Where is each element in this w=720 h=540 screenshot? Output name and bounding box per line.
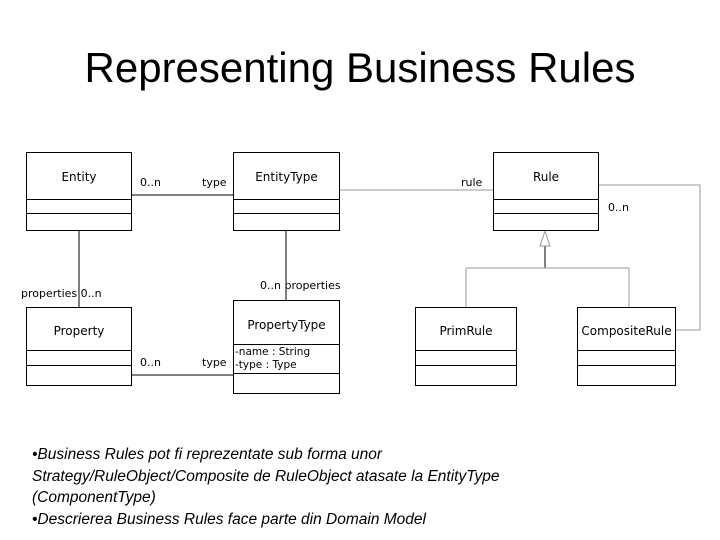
class-entity: Entity xyxy=(26,152,132,231)
label-entity-props: properties 0..n xyxy=(21,287,102,300)
class-name: EntityType xyxy=(255,170,318,184)
label-entity-role: type xyxy=(202,176,227,189)
class-name: PrimRule xyxy=(439,324,493,338)
attribute-type: -type : Type xyxy=(235,359,297,371)
slide-notes: •Business Rules pot fi reprezentate sub … xyxy=(32,444,712,530)
attribute-name: -name : String xyxy=(235,346,311,358)
class-rule: Rule xyxy=(493,152,599,231)
note-line-1: •Business Rules pot fi reprezentate sub … xyxy=(32,446,383,463)
class-name: Rule xyxy=(532,170,560,184)
note-line-2: Strategy/RuleObject/Composite de RuleObj… xyxy=(32,467,500,485)
label-entity-mult: 0..n xyxy=(140,176,161,189)
class-entity-type: EntityType xyxy=(233,152,340,231)
class-name: CompositeRule xyxy=(581,324,672,338)
class-name: Entity xyxy=(61,170,97,184)
label-property-mult: 0..n xyxy=(140,356,161,369)
class-name: Property xyxy=(53,324,105,338)
note-line-4: •Descrierea Business Rules face parte di… xyxy=(32,510,426,528)
class-prim-rule: PrimRule xyxy=(415,307,517,386)
class-property-type: PropertyType -name : String -type : Type xyxy=(233,300,340,394)
note-line-3: (ComponentType) xyxy=(32,489,156,506)
class-property: Property xyxy=(26,307,132,386)
class-composite-rule: CompositeRule xyxy=(577,307,676,386)
label-rule-role: rule xyxy=(461,176,483,189)
slide-title: Representing Business Rules xyxy=(84,44,636,91)
attributes: -name : String -type : Type xyxy=(235,346,310,372)
label-entitytype-props: 0..n properties xyxy=(260,279,341,292)
label-rule-self-mult: 0..n xyxy=(608,201,629,214)
label-property-role: type xyxy=(202,356,227,369)
class-name: PropertyType xyxy=(247,318,326,332)
generalization-arrowhead xyxy=(539,229,551,247)
assoc-composite-rule xyxy=(598,184,701,331)
